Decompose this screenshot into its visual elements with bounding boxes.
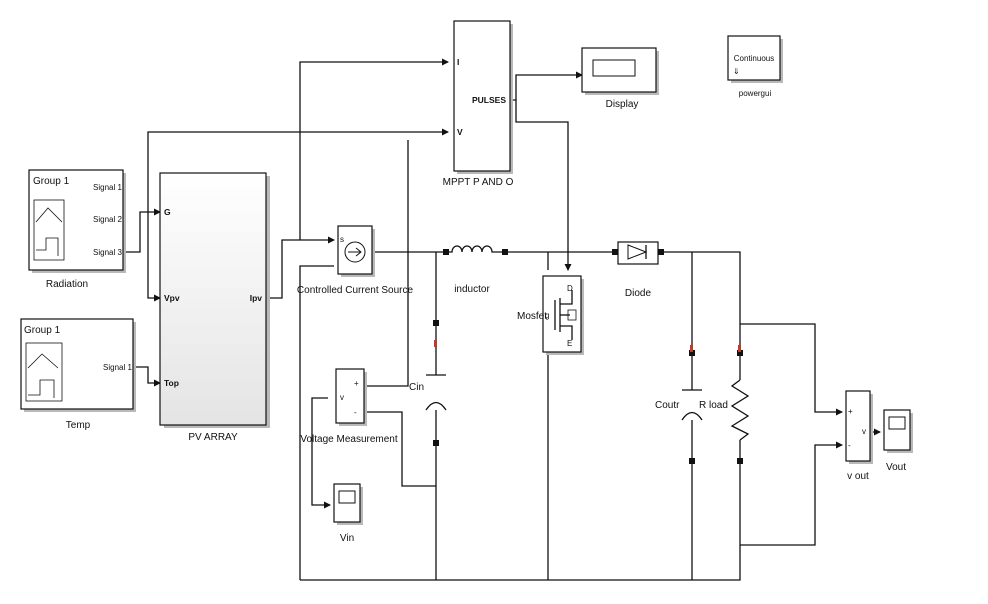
diode-block[interactable]: Diode: [612, 241, 664, 299]
mosfet-port-d: D: [567, 284, 573, 293]
inductor-label: inductor: [454, 284, 490, 295]
coutr-label: Coutr: [655, 400, 680, 411]
ccs-port-s: s: [340, 235, 344, 244]
radiation-signal-3: Signal 3: [93, 248, 122, 257]
mosfet-port-e: E: [567, 339, 572, 348]
pv-port-ipv: Ipv: [250, 293, 263, 303]
signal-builder-icon: [33, 199, 65, 261]
mppt-port-i: I: [457, 57, 459, 67]
vout-port-plus: +: [848, 407, 853, 416]
resistor-zigzag-icon: [730, 379, 750, 441]
inductor-block[interactable]: inductor: [443, 245, 508, 295]
diode-symbol-icon: [627, 244, 648, 260]
inductor-coil-icon: [449, 245, 502, 253]
radiation-group-label: Group 1: [33, 176, 70, 187]
cin-capacitor[interactable]: Cin: [409, 320, 447, 446]
r-load-label: R load: [699, 400, 728, 411]
temp-label: Temp: [66, 420, 91, 431]
mppt-port-v: V: [457, 127, 463, 137]
mosfet-label: Mosfet: [517, 311, 547, 322]
vout-scope[interactable]: Vout: [883, 409, 913, 473]
signal-wires: [124, 58, 881, 546]
vm-port-v: v: [340, 393, 344, 402]
capacitor-icon: [425, 374, 447, 411]
pv-array-block[interactable]: G Vpv Top Ipv PV ARRAY: [159, 172, 270, 443]
capacitor-icon: [681, 389, 703, 421]
v-out-label: v out: [847, 471, 869, 482]
vin-label: Vin: [340, 533, 354, 544]
powergui-block[interactable]: Continuous ⇓ powergui: [727, 35, 783, 98]
radiation-label: Radiation: [46, 279, 88, 290]
vout-label: Vout: [886, 462, 906, 473]
diode-label: Diode: [625, 288, 652, 299]
controlled-current-source-block[interactable]: s Controlled Current Source: [297, 225, 414, 296]
vout-port-v: v: [862, 427, 866, 436]
mosfet-port-g: g: [545, 311, 549, 320]
temp-block[interactable]: Group 1 Signal 1 Temp: [20, 318, 136, 431]
power-wires: [299, 140, 741, 581]
pv-port-g: G: [164, 207, 171, 217]
radiation-signal-2: Signal 2: [93, 215, 122, 224]
voltage-measurement-label: Voltage Measurement: [300, 434, 398, 445]
powergui-label: powergui: [739, 89, 772, 98]
vin-scope[interactable]: Vin: [333, 483, 363, 544]
v-out-measurement-block[interactable]: + - v v out: [845, 390, 873, 482]
coutr-capacitor[interactable]: Coutr: [655, 345, 703, 464]
vm-port-minus: -: [354, 408, 357, 417]
radiation-signal-1: Signal 1: [93, 183, 122, 192]
r-load-resistor[interactable]: R load: [699, 345, 750, 464]
ccs-label: Controlled Current Source: [297, 285, 414, 296]
cin-label: Cin: [409, 382, 424, 393]
mppt-port-pulses: PULSES: [472, 95, 506, 105]
pv-port-top: Top: [164, 378, 179, 388]
voltage-measurement-block[interactable]: + - v Voltage Measurement: [300, 368, 398, 445]
temp-group-label: Group 1: [24, 325, 61, 336]
mosfet-symbol-icon: [554, 290, 577, 340]
mppt-block[interactable]: I V PULSES MPPT P AND O: [443, 20, 514, 188]
display-label: Display: [606, 99, 639, 110]
powergui-arrow-icon: ⇓: [733, 67, 740, 76]
signal-builder-icon: [25, 342, 63, 402]
mppt-label: MPPT P AND O: [443, 177, 514, 188]
current-source-icon: [344, 241, 366, 263]
pv-port-vpv: Vpv: [164, 293, 180, 303]
radiation-block[interactable]: Group 1 Signal 1 Signal 2 Signal 3 Radia…: [28, 169, 126, 290]
mosfet-block[interactable]: g D E Mosfet: [517, 275, 584, 355]
vm-port-plus: +: [354, 379, 359, 388]
powergui-mode: Continuous: [734, 54, 774, 63]
pv-array-label: PV ARRAY: [188, 432, 238, 443]
display-block[interactable]: Display: [581, 47, 659, 110]
vout-port-minus: -: [848, 441, 851, 450]
temp-signal-1: Signal 1: [103, 363, 132, 372]
